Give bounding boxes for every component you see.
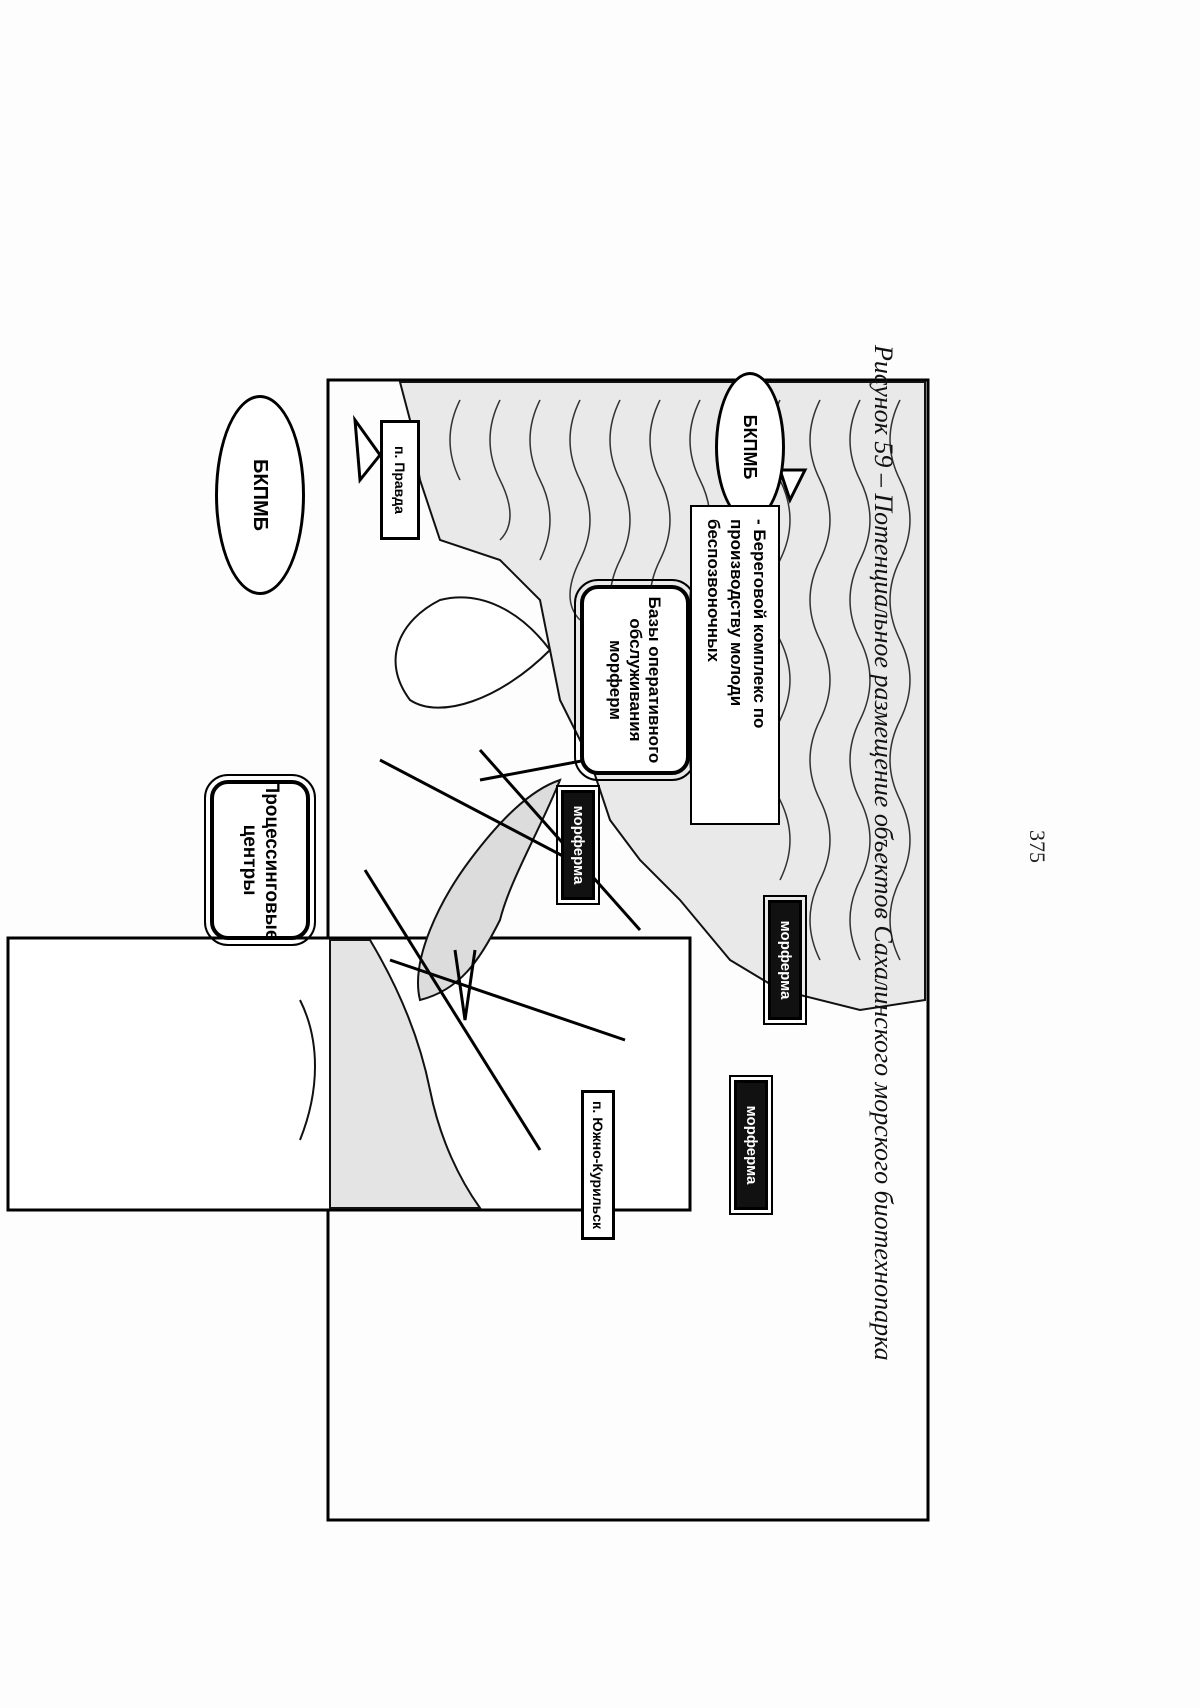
figure-caption: Рисунок 59 – Потенциальное размещение об… xyxy=(869,345,898,1361)
yuzhno-kurilsk-label: п. Южно-Курильск xyxy=(590,1100,607,1230)
bkpmb-bottom-ellipse: БКПМБ xyxy=(715,372,785,522)
morferma-label-2: морферма xyxy=(776,920,794,1000)
bottom-callout-pointer xyxy=(777,468,808,504)
pravda-label-box: п. Правда xyxy=(380,420,420,540)
pravda-callout-pointer xyxy=(353,414,382,484)
morferma-label-1: морферма xyxy=(569,805,587,885)
coastal-complex-legend: - Береговой комплекс по производству мол… xyxy=(690,505,780,825)
morferma-box-3: морферма xyxy=(732,1060,770,1230)
processing-centers-box: Процессинговые центры xyxy=(206,770,314,950)
bkpmb-bottom-label: БКПМБ xyxy=(740,414,761,480)
bkpmb-top-label: БКПМБ xyxy=(249,459,272,531)
inset-land xyxy=(299,939,482,1209)
coastal-complex-text: - Береговой комплекс по производству мол… xyxy=(704,519,769,729)
yuzhno-kurilsk-label-box: п. Южно-Курильск xyxy=(581,1090,615,1240)
operative-bases-box: Базы оперативного обслуживания морферм xyxy=(576,574,694,786)
morferma-label-3: морферма xyxy=(742,1105,760,1185)
morferma-box-1: морферма xyxy=(559,773,597,917)
bkpmb-top-ellipse: БКПМБ xyxy=(215,395,305,595)
processing-centers-label: Процессинговые центры xyxy=(239,779,282,941)
morferma-box-2: морферма xyxy=(766,882,804,1038)
operative-bases-label: Базы оперативного обслуживания морферм xyxy=(606,596,665,764)
pravda-label: п. Правда xyxy=(392,446,409,514)
